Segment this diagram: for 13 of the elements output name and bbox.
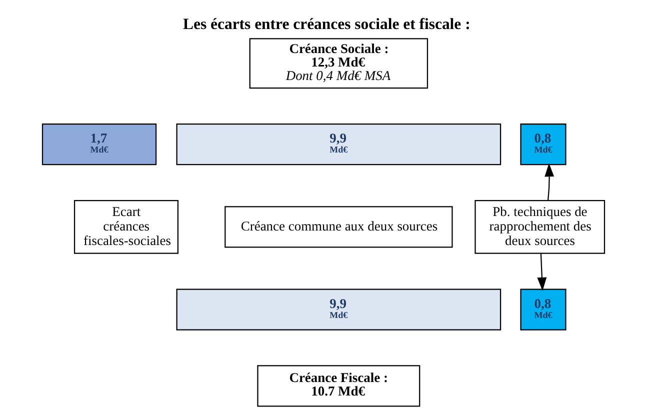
arrow [544, 163, 554, 200]
arrow [537, 253, 547, 291]
node-box: 9,9 Md€ [176, 288, 502, 330]
node-box: Ecart créances fiscales-sociales [74, 200, 178, 254]
node-box: 0,8 Md€ [520, 288, 566, 330]
node-box: Pb. techniques de rapprochement des deux sources [474, 200, 606, 254]
node-box: Créance Sociale : 12,3 Md€ Dont 0,4 Md€ MSA [249, 38, 428, 89]
node-box: Créance Fiscale : 10.7 Md€ [257, 365, 420, 407]
node-box: 9,9 Md€ [176, 124, 502, 166]
node-box: 1,7 Md€ [42, 124, 157, 166]
node-box: Créance commune aux deux sources [224, 206, 453, 248]
node-box: 0,8 Md€ [520, 124, 566, 166]
diagram-title: Les écarts entre créances sociale et fiscale : [183, 16, 470, 33]
